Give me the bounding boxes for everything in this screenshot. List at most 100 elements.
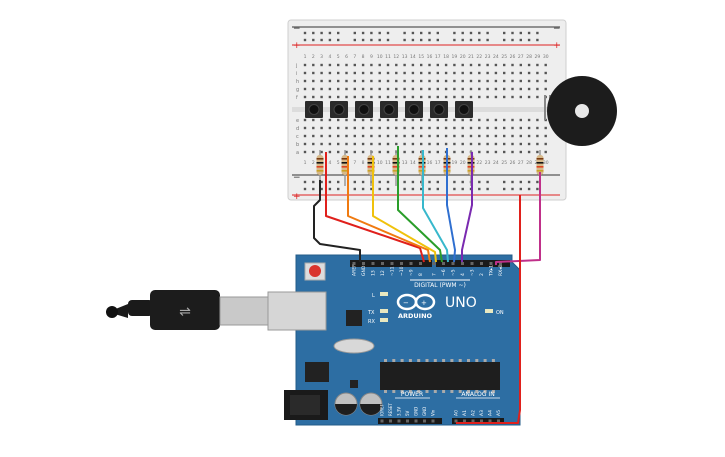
analog-pin-hole[interactable] [454, 419, 458, 423]
wire-red-pin-9[interactable] [325, 152, 425, 263]
power-pin-label: RESET [388, 403, 393, 416]
terminal-hole [403, 79, 406, 83]
rail-hole [436, 38, 439, 42]
wire-purple-pin-3[interactable] [461, 152, 473, 262]
wire-red-analog[interactable] [456, 195, 521, 424]
pushbutton[interactable] [405, 101, 423, 118]
digital-pin-hole[interactable] [352, 262, 356, 265]
digital-pin-hole[interactable] [381, 262, 384, 265]
terminal-hole [312, 71, 315, 75]
power-pin-hole[interactable] [397, 419, 401, 423]
power-pin-hole[interactable] [380, 419, 384, 423]
usb-port [267, 291, 327, 331]
bottom-pin-holes [380, 419, 500, 423]
pushbutton[interactable] [455, 101, 473, 118]
terminal-hole [320, 142, 323, 146]
digital-pin-hole[interactable] [470, 262, 474, 265]
rail-hole [386, 187, 390, 191]
power-pin-hole[interactable] [389, 419, 392, 423]
analog-pin-hole[interactable] [480, 419, 483, 423]
piezo-buzzer[interactable] [544, 76, 617, 146]
digital-pin-hole[interactable] [442, 262, 445, 265]
terminal-hole [453, 134, 456, 138]
terminal-hole [411, 79, 415, 83]
wire-magenta-buzzer[interactable] [495, 172, 541, 265]
wire-black-ground[interactable] [313, 180, 361, 262]
rail-hole [378, 38, 381, 42]
resistor-band [367, 166, 375, 168]
wire-blue-pin-4[interactable] [446, 148, 456, 263]
rail-hole [411, 31, 415, 35]
power-pin-hole[interactable] [414, 419, 418, 423]
breadboard[interactable]: − + − + − + 1122334455667788991010111112… [287, 19, 567, 202]
digital-pin-hole[interactable] [461, 262, 464, 265]
pushbutton[interactable] [355, 101, 373, 118]
column-number-top: 7 [353, 54, 356, 60]
rail-hole [320, 38, 323, 42]
rail-hole [312, 31, 315, 35]
terminal-hole [544, 134, 547, 138]
digital-pin-hole[interactable] [409, 262, 413, 265]
terminal-hole [312, 126, 315, 130]
terminal-hole [478, 87, 481, 91]
pushbutton[interactable] [430, 101, 448, 118]
power-pin-hole[interactable] [431, 419, 435, 423]
terminal-hole [337, 95, 340, 99]
terminal-hole [378, 95, 381, 99]
atmega-pin [408, 390, 412, 393]
atmega-pin [467, 359, 470, 362]
led-on-label: ON [496, 310, 504, 316]
terminal-hole [361, 79, 365, 83]
digital-pin-hole[interactable] [489, 262, 493, 265]
rail-hole [420, 38, 423, 42]
digital-pin-hole[interactable] [432, 262, 436, 265]
digital-pin-hole[interactable] [480, 262, 483, 265]
wire-green-pin-6[interactable] [397, 146, 443, 263]
led-tx [380, 309, 388, 313]
column-number-top: 9 [370, 54, 373, 60]
digital-pin-hole[interactable] [400, 262, 403, 265]
terminal-hole [403, 134, 406, 138]
uno-model-label: UNO [445, 295, 477, 311]
terminal-hole [337, 150, 340, 154]
terminal-hole [386, 79, 390, 83]
digital-pin-hole[interactable] [451, 262, 455, 265]
column-number-top: 4 [328, 54, 331, 60]
terminal-hole [370, 118, 373, 122]
analog-pin-hole[interactable] [497, 419, 500, 423]
terminal-hole [420, 95, 423, 99]
terminal-hole [453, 95, 456, 99]
resistor-band [341, 162, 349, 164]
terminal-hole [444, 118, 448, 122]
pushbutton[interactable] [330, 101, 348, 118]
resistor[interactable] [341, 150, 349, 186]
terminal-hole [378, 142, 381, 146]
digital-pin-hole[interactable] [390, 262, 394, 265]
usb-plug-body[interactable] [150, 290, 220, 330]
wire-yellow-pin-7[interactable] [372, 156, 437, 263]
wire-cyan-pin-5[interactable] [422, 150, 449, 263]
terminal-hole [428, 134, 431, 138]
analog-pin-hole[interactable] [471, 419, 475, 423]
pushbutton[interactable] [380, 101, 398, 118]
terminal-hole [420, 63, 423, 67]
atmega-pin [475, 359, 479, 362]
terminal-hole [478, 63, 481, 67]
terminal-hole [503, 71, 506, 75]
digital-pin-hole[interactable] [419, 262, 422, 265]
power-pin-hole[interactable] [423, 419, 426, 423]
pushbutton[interactable] [305, 101, 323, 118]
resistor-band [316, 162, 324, 164]
power-pin-hole[interactable] [406, 419, 409, 423]
terminal-hole [395, 95, 398, 99]
digital-pin-hole[interactable] [362, 262, 365, 265]
analog-pin-hole[interactable] [488, 419, 492, 423]
digital-pin-hole[interactable] [499, 262, 502, 265]
wire-orange-pin-8[interactable] [347, 156, 431, 263]
reset-button[interactable] [309, 265, 321, 277]
analog-pin-hole[interactable] [463, 419, 466, 423]
arduino-logo-plus-icon: + [421, 299, 427, 307]
digital-pin-hole[interactable] [371, 262, 375, 265]
